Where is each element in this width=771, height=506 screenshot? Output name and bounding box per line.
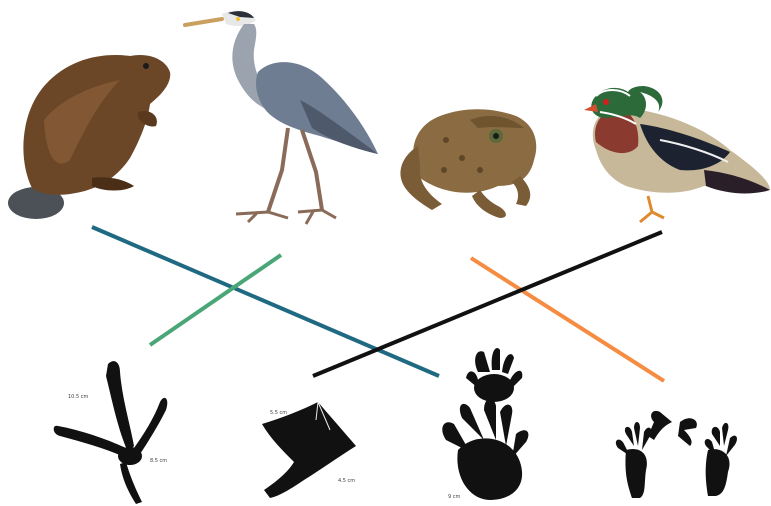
toad-photo [400, 109, 536, 218]
heron-track-height-label: 8.5 cm [150, 458, 167, 464]
heron-track-width-label: 10.5 cm [68, 394, 88, 400]
beaver-to-beaver-track-line [92, 227, 439, 376]
wood-duck-to-duck-track-line [313, 232, 662, 376]
duck-track-height-label: 4.5 cm [338, 478, 355, 484]
connection-lines [92, 227, 664, 381]
bird-footprint-icon: 10.5 cm 8.5 cm [54, 361, 168, 504]
heron-photo [185, 11, 378, 224]
webbed-footprint-icon: 5.5 cm 4.5 cm [262, 402, 356, 498]
beaver-photo [8, 55, 170, 219]
duck-track-width-label: 5.5 cm [270, 410, 287, 416]
beaver-footprint-icon: 9 cm [442, 348, 528, 500]
beaver-track-size-label: 9 cm [448, 494, 461, 500]
wood-duck-photo [584, 86, 770, 222]
toad-footprints-icon [616, 411, 737, 498]
